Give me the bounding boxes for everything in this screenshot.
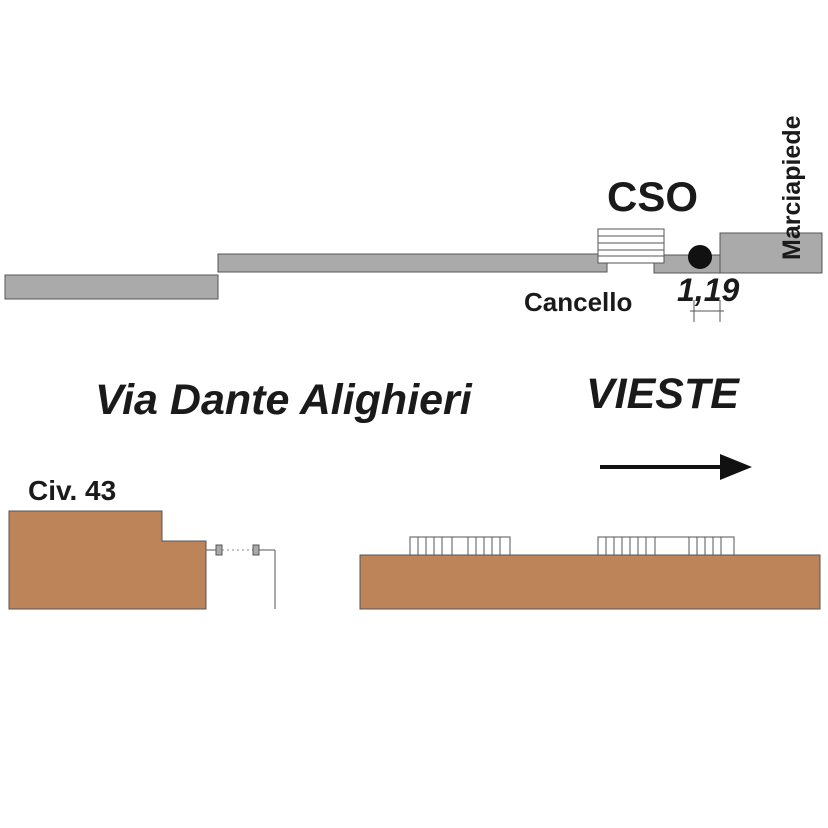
- building-civ-43: [8, 510, 207, 610]
- cso-marker-icon: [688, 245, 712, 269]
- street-name-label: Via Dante Alighieri: [95, 376, 473, 424]
- cancello-gate: [597, 228, 665, 264]
- sidewalk-segment-left: [4, 274, 219, 300]
- distance-label: 1,19: [677, 272, 739, 308]
- arrow-right-icon: [600, 454, 752, 480]
- sidewalk-segment-middle: [217, 253, 608, 273]
- civico-label: Civ. 43: [28, 475, 116, 506]
- distance-dimension: [690, 300, 724, 322]
- building-right: [359, 554, 821, 610]
- steps-group-left: [409, 536, 511, 556]
- side-gate: [206, 544, 276, 609]
- direction-label: VIESTE: [586, 370, 740, 418]
- marciapiede-block: [719, 232, 823, 274]
- cancello-label: Cancello: [524, 287, 632, 317]
- cso-label: CSO: [607, 173, 698, 220]
- marciapiede-label: Marciapiede: [778, 115, 806, 260]
- steps-group-right: [597, 536, 735, 556]
